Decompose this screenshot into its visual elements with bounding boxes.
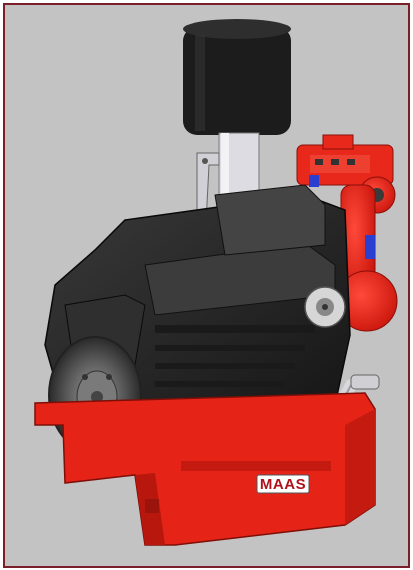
pump-assembly [294, 134, 398, 332]
image-frame: MAAS [3, 3, 410, 568]
alternator [304, 286, 346, 328]
air-filter [183, 19, 291, 135]
base-frame [34, 392, 376, 546]
brand-badge: MAAS [256, 474, 310, 494]
engine-illustration: MAAS [34, 19, 398, 546]
brand-label: MAAS [260, 476, 306, 493]
